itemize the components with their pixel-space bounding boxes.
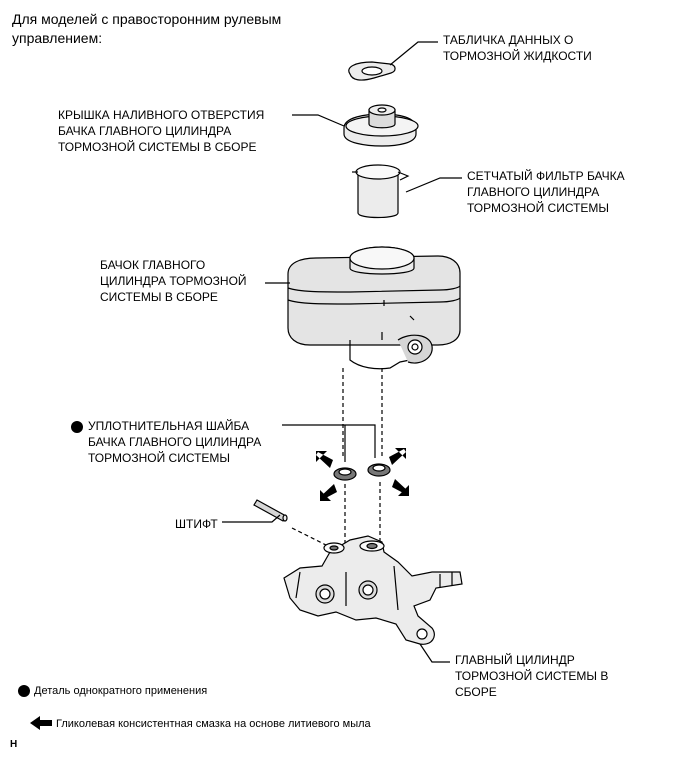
strainer-part [352,164,410,219]
grease-arrow-upper-right [389,448,406,465]
grease-arrows [316,448,409,501]
pin-part [253,499,288,522]
cap-part [343,104,419,147]
legend-non-reusable-text: Деталь однократного применения [34,685,208,697]
reservoir-part [287,246,461,370]
header-line-2: управлением: [12,30,103,46]
grease-arrow-upper-left [316,451,333,468]
corner-code: H [10,739,18,750]
leader-grommet [282,424,376,462]
grommet-right-part [367,463,391,477]
grease-arrow-lower-left [320,484,337,501]
label-pin: ШТИФТ [175,517,218,531]
leader-cap [292,114,345,127]
leader-strainer [405,177,462,193]
leader-pin [222,514,281,523]
alignment-lines [291,368,383,560]
leader-data-plate [389,41,438,66]
header-line-1: Для моделей с правосторонним рулевым [12,11,282,27]
legend-grease-text: Гликолевая консистентная смазка на основ… [56,718,371,730]
grease-arrow-lower-right [392,479,409,496]
data-plate-part [348,61,396,81]
legend-non-reusable-icon [18,685,30,697]
non-reusable-marker-grommet [71,421,83,433]
master-cylinder-part [283,535,463,645]
leader-master-cylinder [419,643,450,663]
grommet-left-part [333,467,357,481]
legend-grease-arrow-icon [30,716,52,730]
